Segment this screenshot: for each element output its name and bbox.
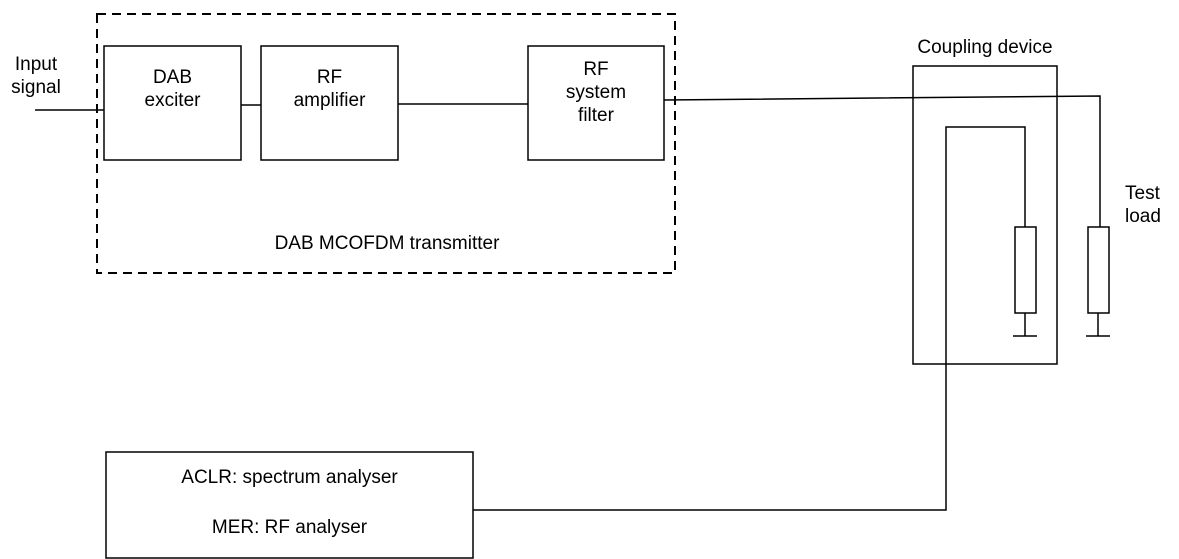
dab-exciter-line2: exciter — [144, 90, 201, 111]
dab-exciter-block — [103, 45, 242, 161]
test-load-line1: Test — [1125, 183, 1160, 204]
rf-amplifier-block — [260, 45, 399, 161]
dab-exciter-label: DAB exciter — [104, 66, 241, 112]
rf-amplifier-label: RF amplifier — [261, 66, 398, 112]
transmitter-label: DAB MCOFDM transmitter — [274, 233, 500, 254]
dab-exciter-line1: DAB — [152, 67, 193, 88]
test-load-resistor — [1087, 226, 1110, 314]
analyser-line1: ACLR: spectrum analyser — [181, 467, 398, 488]
input-signal-line1: Input — [14, 54, 58, 75]
rf-system-filter-label: RF system filter — [528, 58, 664, 127]
coupling-device-label: Coupling device — [917, 37, 1053, 58]
rf-amplifier-line1: RF — [316, 67, 343, 88]
test-load-label: Test load — [1125, 182, 1175, 228]
rf-system-filter-line2: system — [565, 82, 627, 103]
rf-system-filter-block — [527, 45, 665, 161]
filter-to-test-load-line — [663, 95, 1101, 227]
rf-system-filter-line3: filter — [578, 105, 614, 126]
coupling-probe-line — [473, 126, 1026, 511]
analyser-line2: MER: RF analyser — [211, 517, 368, 538]
coupling-device-box — [912, 65, 1058, 365]
rf-system-filter-line1: RF — [583, 59, 609, 80]
rf-amplifier-line2: amplifier — [293, 90, 366, 111]
analyser-box — [105, 451, 474, 559]
test-load-line2: load — [1125, 206, 1161, 227]
input-signal-line2: signal — [11, 77, 61, 98]
coupling-termination-resistor — [1014, 226, 1037, 314]
input-signal-label: Input signal — [0, 53, 72, 99]
transmitter-enclosure — [96, 13, 676, 274]
